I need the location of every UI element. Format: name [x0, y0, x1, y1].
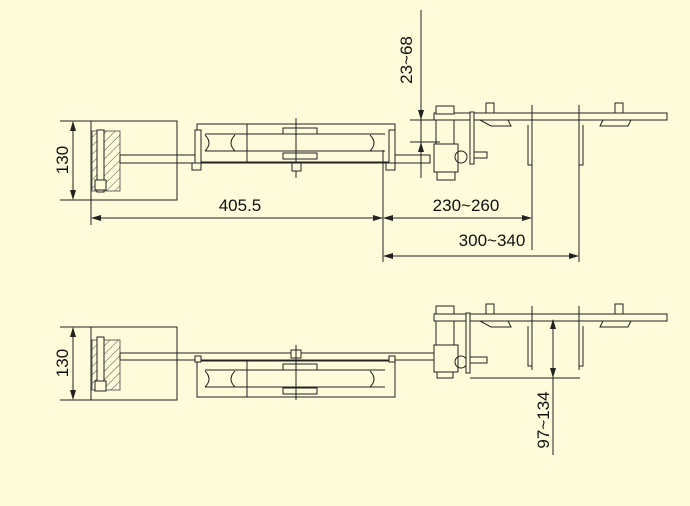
dim-range-2-label: 300~340 — [459, 231, 526, 250]
mounting-block — [90, 120, 178, 201]
bolt — [96, 129, 105, 193]
dim-vertical-adjust-label: 23~68 — [397, 36, 416, 84]
dim-vertical-adjust-label: 97~134 — [534, 391, 553, 448]
dim-height-label: 130 — [53, 349, 72, 377]
bottom-view: 130 97~134 — [53, 303, 668, 455]
top-view: 130 23~68 405.5 230~260 300~340 — [53, 10, 668, 262]
nut — [94, 179, 107, 191]
dim-height-label: 130 — [53, 146, 72, 174]
dim-length-label: 405.5 — [219, 196, 262, 215]
mounting-block — [90, 326, 178, 401]
mounting-plate — [433, 112, 668, 121]
dim-range-1-label: 230~260 — [433, 196, 500, 215]
